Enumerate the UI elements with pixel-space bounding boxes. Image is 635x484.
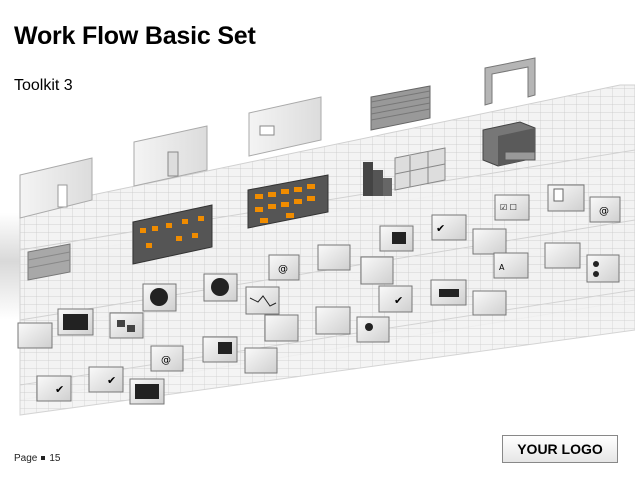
wall-with-door [19, 157, 93, 219]
page-title: Work Flow Basic Set [14, 22, 256, 50]
form-document-icon [547, 184, 585, 212]
page-footer: Page 15 [14, 453, 60, 464]
meeting-icon [430, 279, 467, 306]
open-shelf-icon [394, 147, 446, 191]
approve-document-icon: ✔ [378, 285, 413, 313]
checklist-card-icon [17, 322, 53, 349]
box-check-icon: ✔ [36, 375, 72, 402]
email-icon: @ [150, 345, 184, 372]
wall-with-door [133, 125, 208, 187]
boxes-icon [109, 312, 144, 339]
svg-text:@: @ [278, 264, 288, 275]
wall-with-window [248, 96, 322, 157]
globe-icon [203, 273, 238, 302]
box-check-icon: ✔ [88, 366, 124, 393]
page-subtitle: Toolkit 3 [14, 77, 73, 94]
storage-rack-icon [132, 204, 213, 265]
abc-chart-icon: A [493, 252, 529, 279]
trend-chart-icon [245, 286, 280, 315]
flow-steps-icon [472, 290, 507, 316]
mail-file-icon [317, 244, 351, 271]
calendar-grid-icon [202, 336, 238, 363]
svg-text:@: @ [161, 355, 171, 366]
user-profile-icon [356, 316, 390, 343]
email-icon: @ [268, 254, 300, 281]
task-list-icon [360, 256, 394, 285]
svg-text:@: @ [599, 206, 609, 217]
storage-rack-icon [247, 174, 329, 229]
warehouse-building-icon [482, 121, 536, 167]
calendar-grid-icon [379, 225, 414, 252]
checklist-card-icon: ☑ ☐ [494, 194, 530, 221]
check-list-icon [264, 314, 299, 342]
svg-text:✔: ✔ [55, 383, 64, 396]
table-icon [129, 378, 165, 405]
svg-text:✔: ✔ [107, 374, 116, 387]
people-icon [586, 254, 620, 283]
logo-placeholder: YOUR LOGO [502, 435, 618, 463]
globe-icon [142, 283, 177, 312]
svg-text:✔: ✔ [394, 294, 403, 307]
page-number: 15 [49, 453, 61, 464]
table-icon [57, 308, 94, 336]
page-label: Page [14, 453, 38, 464]
approve-document-icon: ✔ [431, 214, 467, 241]
crate-icon [27, 243, 71, 281]
svg-text:☑ ☐: ☑ ☐ [500, 203, 517, 212]
abc-label: A [499, 263, 505, 272]
email-icon: @ [589, 196, 621, 223]
stacked-blocks-icon [363, 162, 392, 196]
flow-steps-icon [472, 228, 507, 255]
abc-chart-icon [544, 242, 581, 269]
gate-frame-icon [484, 57, 536, 106]
task-list-icon [244, 347, 278, 374]
delivery-flow-icon [315, 306, 351, 335]
svg-text:✔: ✔ [436, 222, 445, 235]
rolling-door-icon [370, 85, 431, 131]
footer-separator [41, 455, 46, 460]
